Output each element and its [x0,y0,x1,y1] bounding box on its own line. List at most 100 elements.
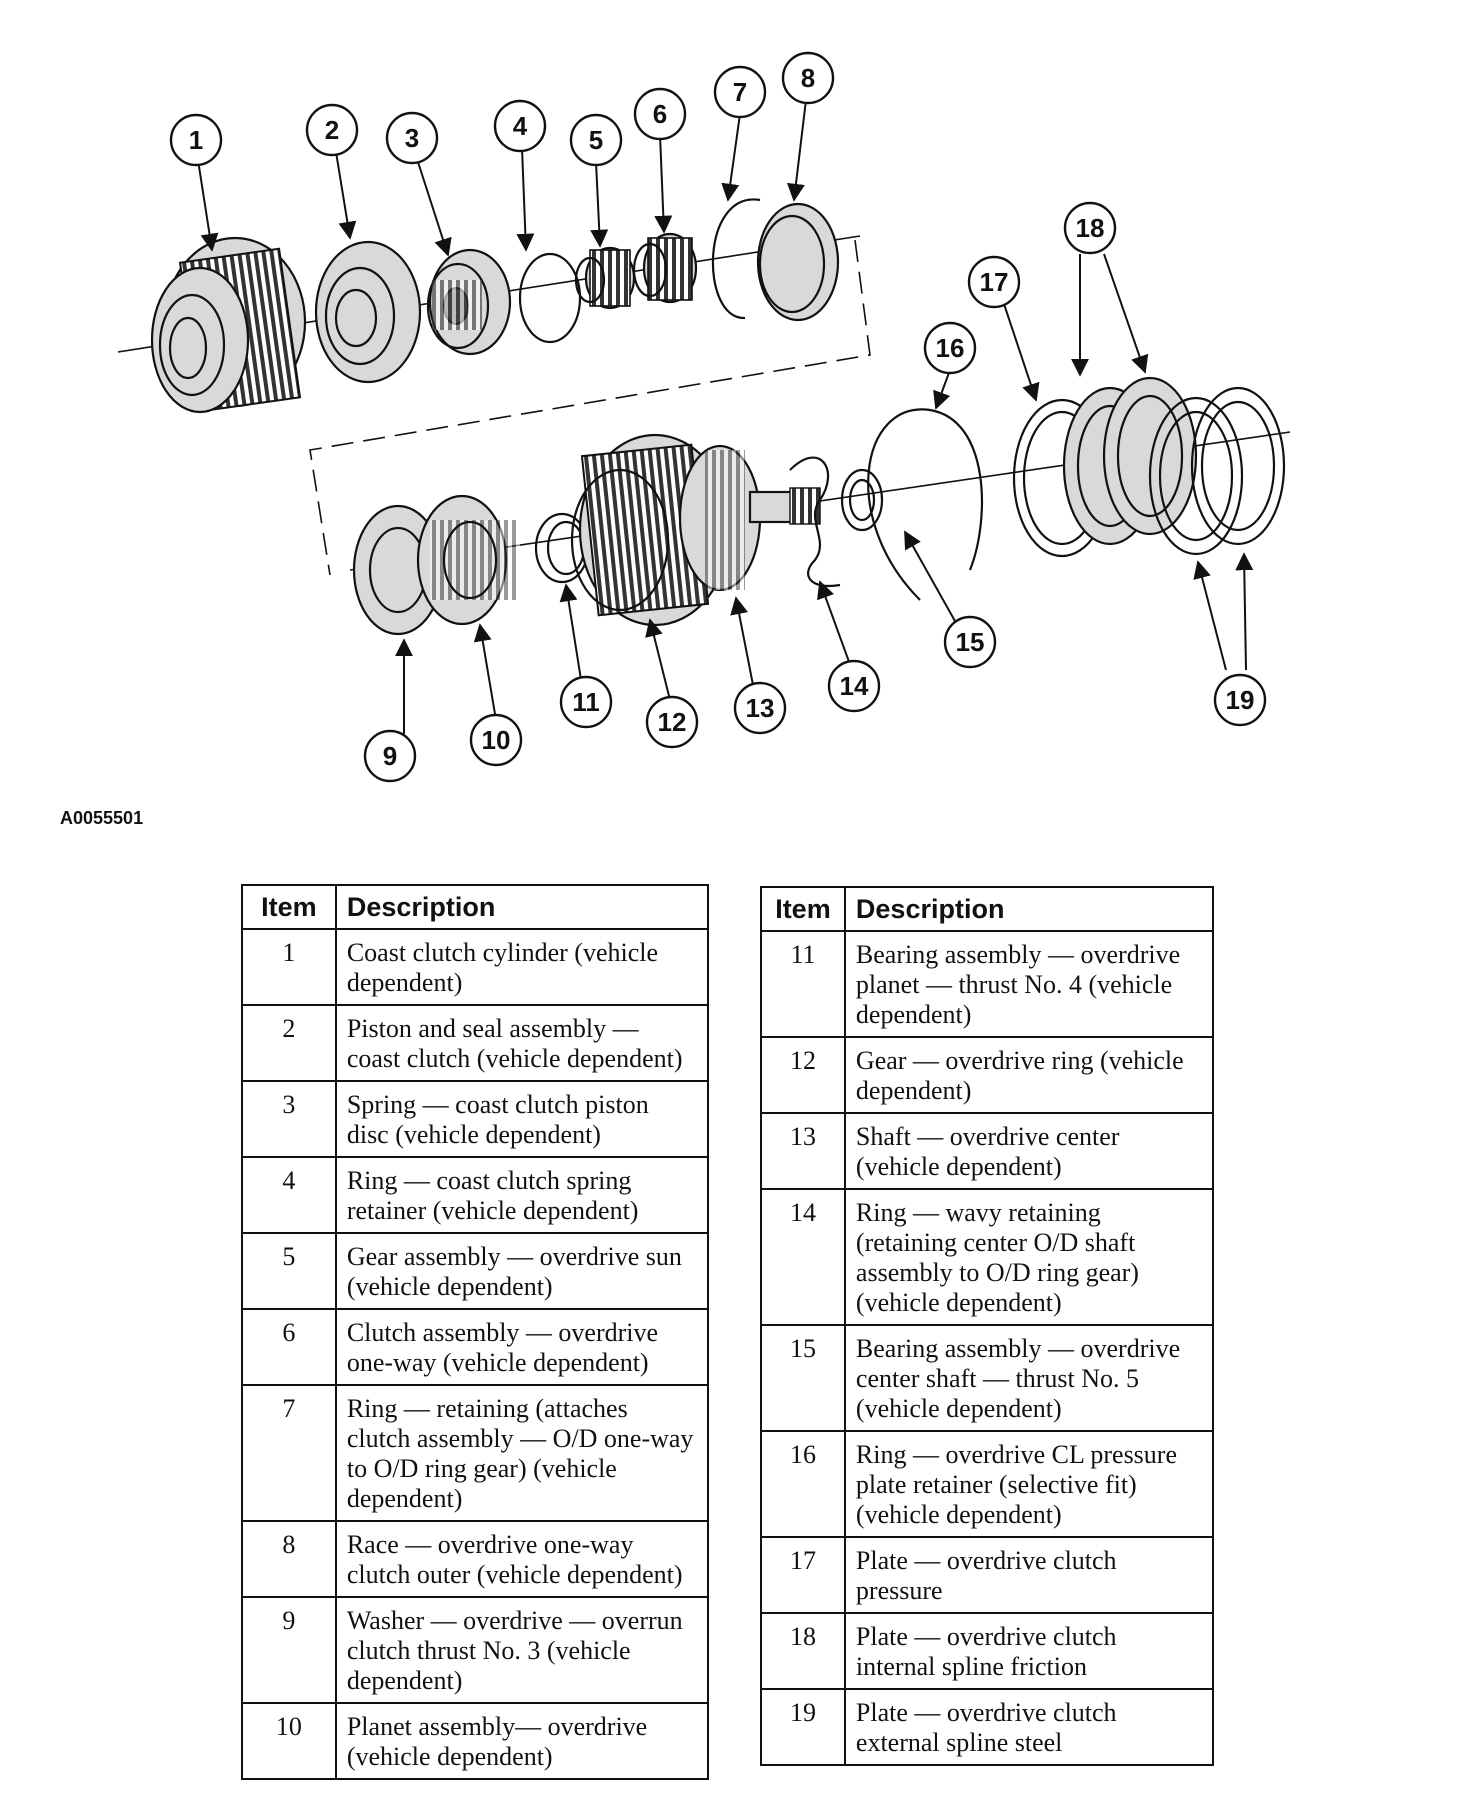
part-planet-assembly [416,494,520,626]
svg-text:8: 8 [801,63,815,93]
item-description: Spring — coast clutch piston disc (vehic… [334,1080,710,1158]
svg-text:13: 13 [746,693,775,723]
item-number: 9 [241,1596,337,1704]
callout-13: 13 [733,681,787,735]
svg-text:16: 16 [936,333,965,363]
item-number: 14 [760,1188,846,1326]
callout-3: 3 [385,111,439,165]
svg-text:1: 1 [189,125,203,155]
callout-2: 2 [305,103,359,157]
item-description: Plate — overdrive clutch pressure [843,1536,1215,1614]
dashed-connector [309,239,871,576]
item-description: Coast clutch cylinder (vehicle dependent… [334,928,710,1006]
svg-text:18: 18 [1076,213,1105,243]
item-description: Planet assembly— overdrive (vehicle depe… [334,1702,710,1780]
part-spring-disc [426,248,512,356]
item-description: Washer — overdrive — overrun clutch thru… [334,1596,710,1704]
description-column-header: Description [843,886,1215,932]
item-number: 15 [760,1324,846,1432]
item-number: 5 [241,1232,337,1310]
item-description: Gear — overdrive ring (vehicle dependent… [843,1036,1215,1114]
callout-9: 9 [363,729,417,783]
item-description: Plate — overdrive clutch internal spline… [843,1612,1215,1690]
callout-10: 10 [469,713,523,767]
item-number: 3 [241,1080,337,1158]
part-piston-seal-assembly [314,240,422,384]
item-number: 6 [241,1308,337,1386]
callout-15: 15 [943,615,997,669]
item-description: Piston and seal assembly — coast clutch … [334,1004,710,1082]
item-number: 7 [241,1384,337,1522]
exploded-view-diagram: 1 2 3 4 5 6 7 8 9 10 11 12 13 14 15 16 1… [0,0,1472,800]
item-description: Clutch assembly — overdrive one-way (veh… [334,1308,710,1386]
table-header-row: Item Description [760,886,1215,932]
svg-text:7: 7 [733,77,747,107]
part-spring-retainer-ring [518,252,582,344]
part-pressure-plate-retainer-ring [867,408,983,601]
part-retaining-ring [711,198,761,320]
table-header-row: Item Description [241,884,710,930]
svg-text:2: 2 [325,115,339,145]
description-column-header: Description [334,884,710,930]
item-description: Gear assembly — overdrive sun (vehicle d… [334,1232,710,1310]
svg-text:10: 10 [482,725,511,755]
item-number: 8 [241,1520,337,1598]
item-number: 17 [760,1536,846,1614]
item-description: Plate — overdrive clutch external spline… [843,1688,1215,1766]
part-sun-gear [574,246,636,310]
callout-1: 1 [169,113,223,167]
part-friction-plates [1062,376,1198,546]
item-description: Ring — wavy retaining (retaining center … [843,1188,1215,1326]
callout-12: 12 [645,695,699,749]
item-number: 10 [241,1702,337,1780]
item-number: 11 [760,930,846,1038]
part-wavy-ring [789,456,841,588]
callout-14: 14 [827,659,881,713]
callout-18: 18 [1063,201,1117,255]
svg-text:12: 12 [658,707,687,737]
callout-17: 17 [967,255,1021,309]
item-number: 1 [241,928,337,1006]
callout-6: 6 [633,87,687,141]
item-description: Ring — retaining (attaches clutch assemb… [334,1384,710,1522]
exploded-view-svg: 1 2 3 4 5 6 7 8 9 10 11 12 13 14 15 16 1… [117,51,1291,783]
part-center-shaft [678,444,821,592]
item-description: Shaft — overdrive center (vehicle depend… [843,1112,1215,1190]
item-number: 2 [241,1004,337,1082]
svg-text:14: 14 [840,671,869,701]
part-steel-plates [1148,386,1286,556]
item-number: 12 [760,1036,846,1114]
part-center-shaft-thrust-bearing [840,468,884,532]
svg-text:9: 9 [383,741,397,771]
item-column-header: Item [241,884,337,930]
callout-5: 5 [569,113,623,167]
part-one-way-clutch [632,232,698,304]
svg-text:11: 11 [572,687,600,717]
svg-text:15: 15 [956,627,985,657]
item-description: Ring — overdrive CL pressure plate retai… [843,1430,1215,1538]
item-description: Bearing assembly — overdrive planet — th… [843,930,1215,1038]
callout-11: 11 [559,675,613,729]
item-column-header: Item [760,886,846,932]
callout-8: 8 [781,51,835,105]
svg-text:17: 17 [980,267,1009,297]
item-number: 13 [760,1112,846,1190]
svg-text:3: 3 [405,123,419,153]
